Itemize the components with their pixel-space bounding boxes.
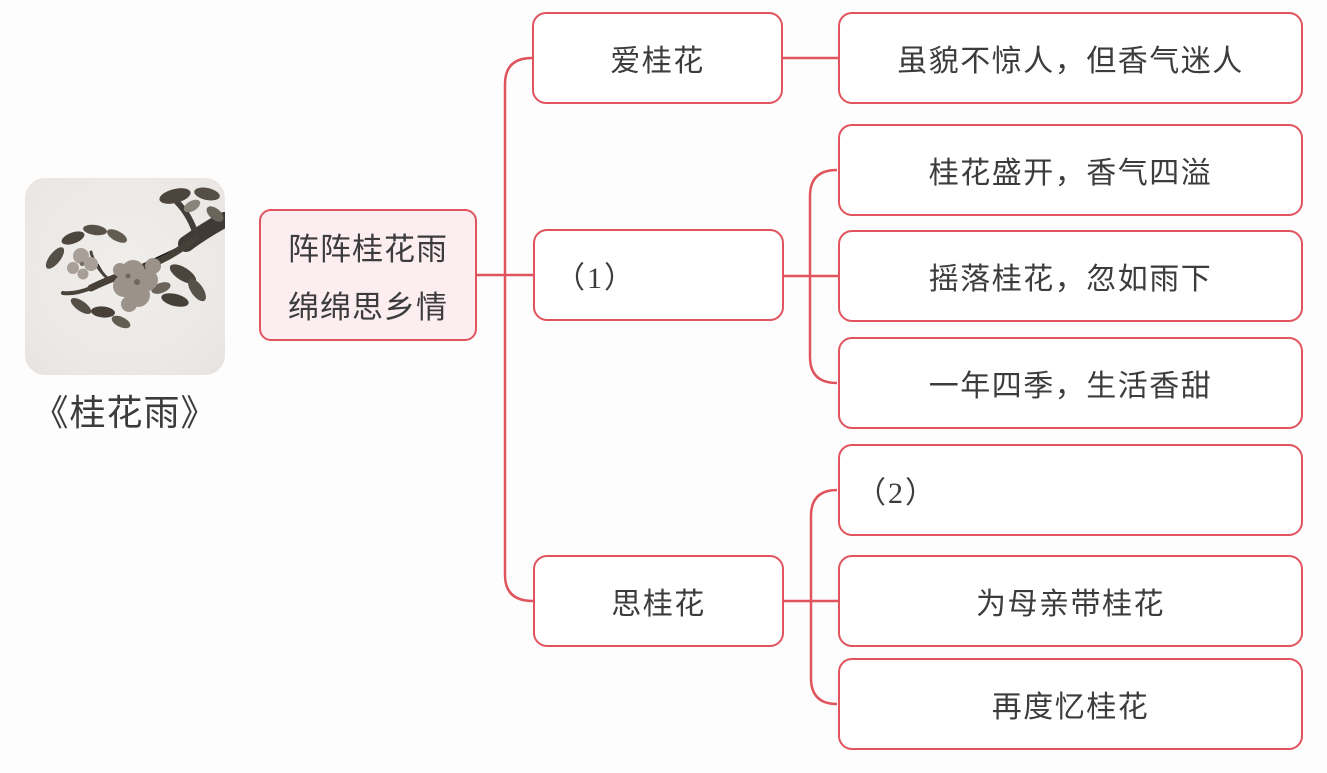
child-shake-rain: 摇落桂花，忽如雨下 [838,230,1303,322]
child-recall-again: 再度忆桂花 [838,658,1303,750]
book-title-caption: 《桂花雨》 [32,392,218,433]
root-line-1: 阵阵桂花雨 [288,231,448,267]
child-blank-2: （2） [838,444,1303,536]
child-bloom-fragrance: 桂花盛开，香气四溢 [838,124,1303,216]
root-line-2: 绵绵思乡情 [288,289,448,325]
branch-miss-osmanthus: 思桂花 [533,555,784,647]
root-node: 阵阵桂花雨 绵绵思乡情 [259,209,477,341]
osmanthus-branch-image [25,178,225,375]
branch-blank-1: （1） [533,229,784,321]
child-bring-mother: 为母亲带桂花 [838,555,1303,647]
branch-love-osmanthus: 爱桂花 [532,12,783,104]
child-love-detail: 虽貌不惊人，但香气迷人 [838,12,1303,104]
child-four-seasons: 一年四季，生活香甜 [838,337,1303,429]
